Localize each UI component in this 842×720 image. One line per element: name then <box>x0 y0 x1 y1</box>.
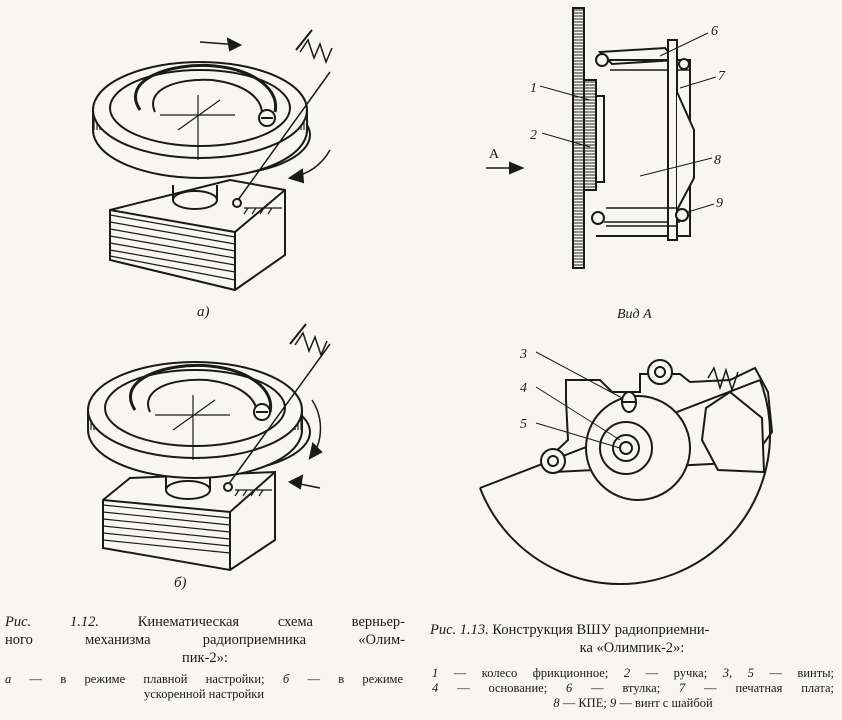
legend-text-a: — в режиме плавной настройки; <box>29 672 265 686</box>
fig-1-12b-drawing <box>87 323 331 572</box>
legend-num-1: 1 <box>432 666 439 680</box>
fig-1-12a-sublabel: а) <box>197 304 210 320</box>
callout-4: 4 <box>520 381 527 396</box>
fig-1-13-caption-line1: Конструкция ВШУ радиоприемни- <box>492 622 710 638</box>
legend-key-a: а <box>5 672 12 686</box>
legend-num-9: 9 <box>609 696 617 710</box>
callout-6: 6 <box>711 24 718 39</box>
legend-num-3-5: 3, 5 <box>722 666 754 680</box>
legend-line2: ускоренной настройки <box>143 687 265 701</box>
fig-1-13-caption-line2: ка «Олимпик-2»: <box>579 640 685 656</box>
fig-1-12b-sublabel: б) <box>174 575 187 591</box>
fig-1-12-caption: Рис. 1.12. Кинематическая схема верньер-… <box>5 613 405 667</box>
legend-txt-7: — печатная плата; <box>704 681 834 695</box>
callout-8: 8 <box>714 153 721 168</box>
fig-1-13-caption-label: Рис. 1.13. <box>430 622 489 638</box>
legend-num-8: 8 <box>553 696 560 710</box>
callout-3: 3 <box>519 347 527 362</box>
view-a-label: Вид А <box>617 307 652 322</box>
legend-num-6: 6 <box>566 681 573 695</box>
legend-txt-4: — основание; <box>457 681 548 695</box>
legend-num-7: 7 <box>679 681 686 695</box>
legend-num-4: 4 <box>432 681 439 695</box>
legend-txt-8: — КПЕ; <box>562 696 607 710</box>
fig-1-12-caption-line1: Кинематическая схема верньер- <box>137 614 406 630</box>
legend-key-b: б <box>282 672 290 686</box>
fig-1-13-legend: 1 — колесо фрикционное; 2 — ручка; 3, 5 … <box>432 666 834 711</box>
legend-text-b: — в режиме <box>307 672 404 686</box>
callout-1: 1 <box>530 81 537 96</box>
legend-num-2: 2 <box>623 666 631 680</box>
fig-1-12-caption-label: Рис. 1.12. <box>5 614 99 630</box>
fig-1-13-side-view <box>486 7 717 269</box>
legend-txt-6: — втулка; <box>591 681 661 695</box>
fig-1-12a-drawing <box>92 29 333 292</box>
arrow-a-label: A <box>489 147 500 162</box>
legend-txt-1: — колесо фрикционное; <box>453 666 609 680</box>
callout-7: 7 <box>718 69 726 84</box>
fig-1-12-caption-line2: ного механизма радиоприемника «Олим- <box>5 632 405 648</box>
legend-txt-2: — ручка; <box>645 666 708 680</box>
fig-1-12-caption-line3: пик-2»: <box>182 650 228 666</box>
legend-txt-3-5: — винты; <box>769 666 835 680</box>
callout-9: 9 <box>716 196 723 211</box>
legend-txt-9: — винт с шайбой <box>619 696 713 710</box>
callout-2: 2 <box>530 128 537 143</box>
fig-1-13-caption: Рис. 1.13. Конструкция ВШУ радиоприемни-… <box>430 621 834 657</box>
fig-1-13-view-a <box>479 351 774 586</box>
fig-1-12-legend: а — в режиме плавной настройки; б — в ре… <box>5 672 403 702</box>
callout-5: 5 <box>520 417 527 432</box>
